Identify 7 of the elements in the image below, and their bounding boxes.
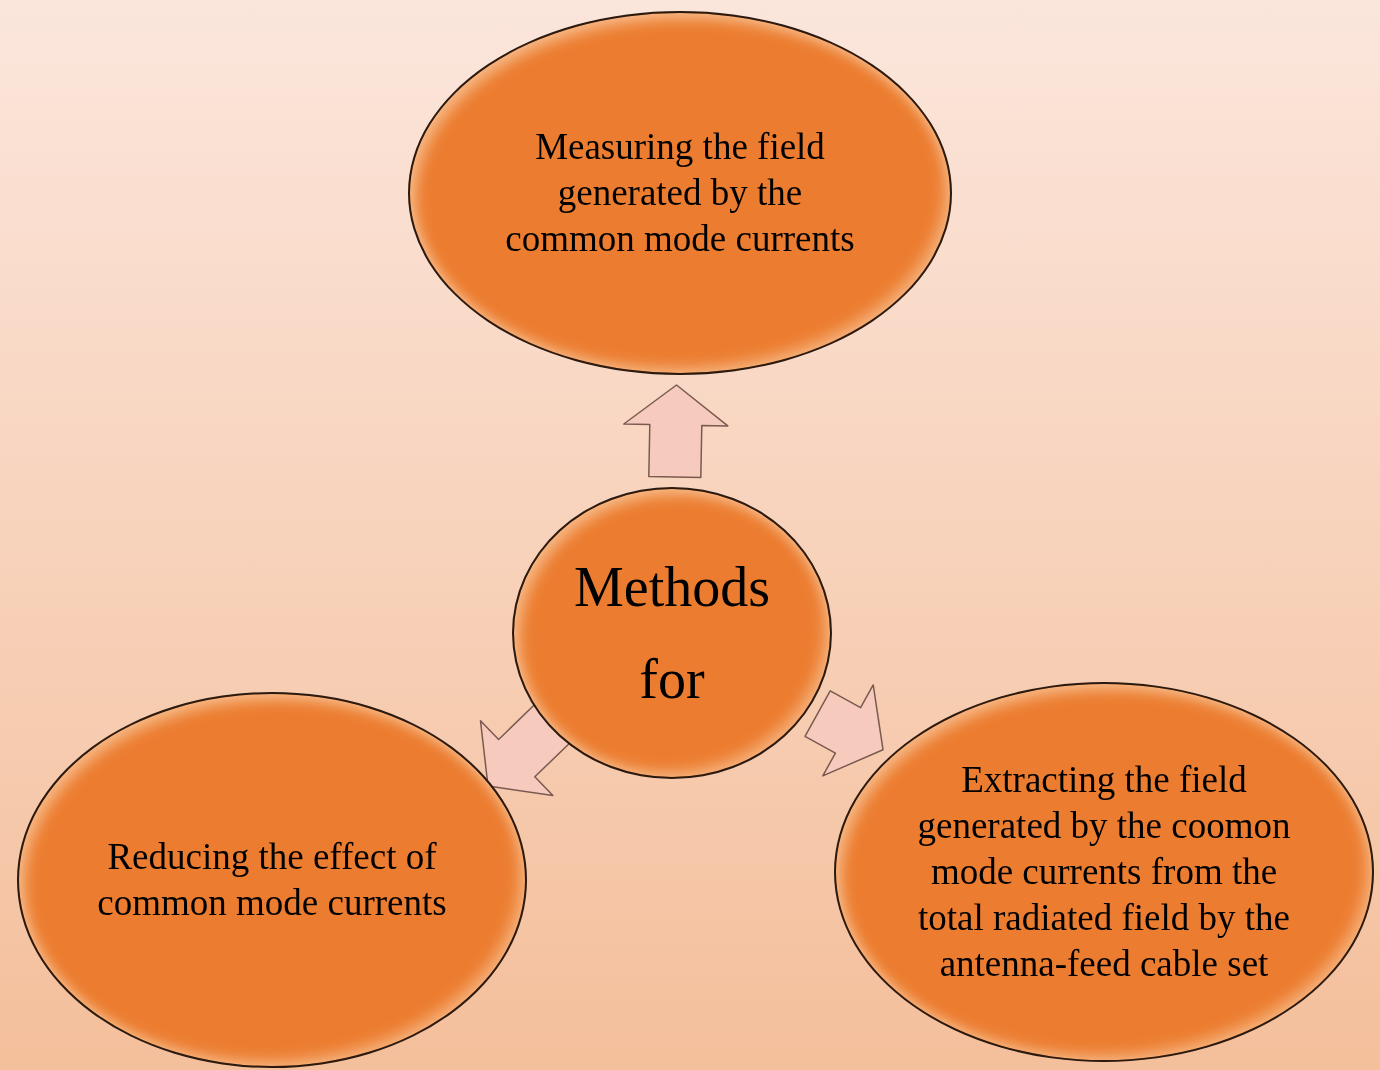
node-text: Measuring the field generated by the common mode currents <box>504 125 856 261</box>
block-arrow <box>479 704 571 797</box>
block-arrow <box>804 684 884 777</box>
node-text: Methods for <box>573 555 771 712</box>
node-text: Extracting the field generated by the coomon mode currents from the total radiated field by the antenna-feed cable set <box>916 758 1292 986</box>
node-text: Reducing the effect of common mode currents <box>96 835 448 925</box>
block-arrow <box>623 384 729 479</box>
